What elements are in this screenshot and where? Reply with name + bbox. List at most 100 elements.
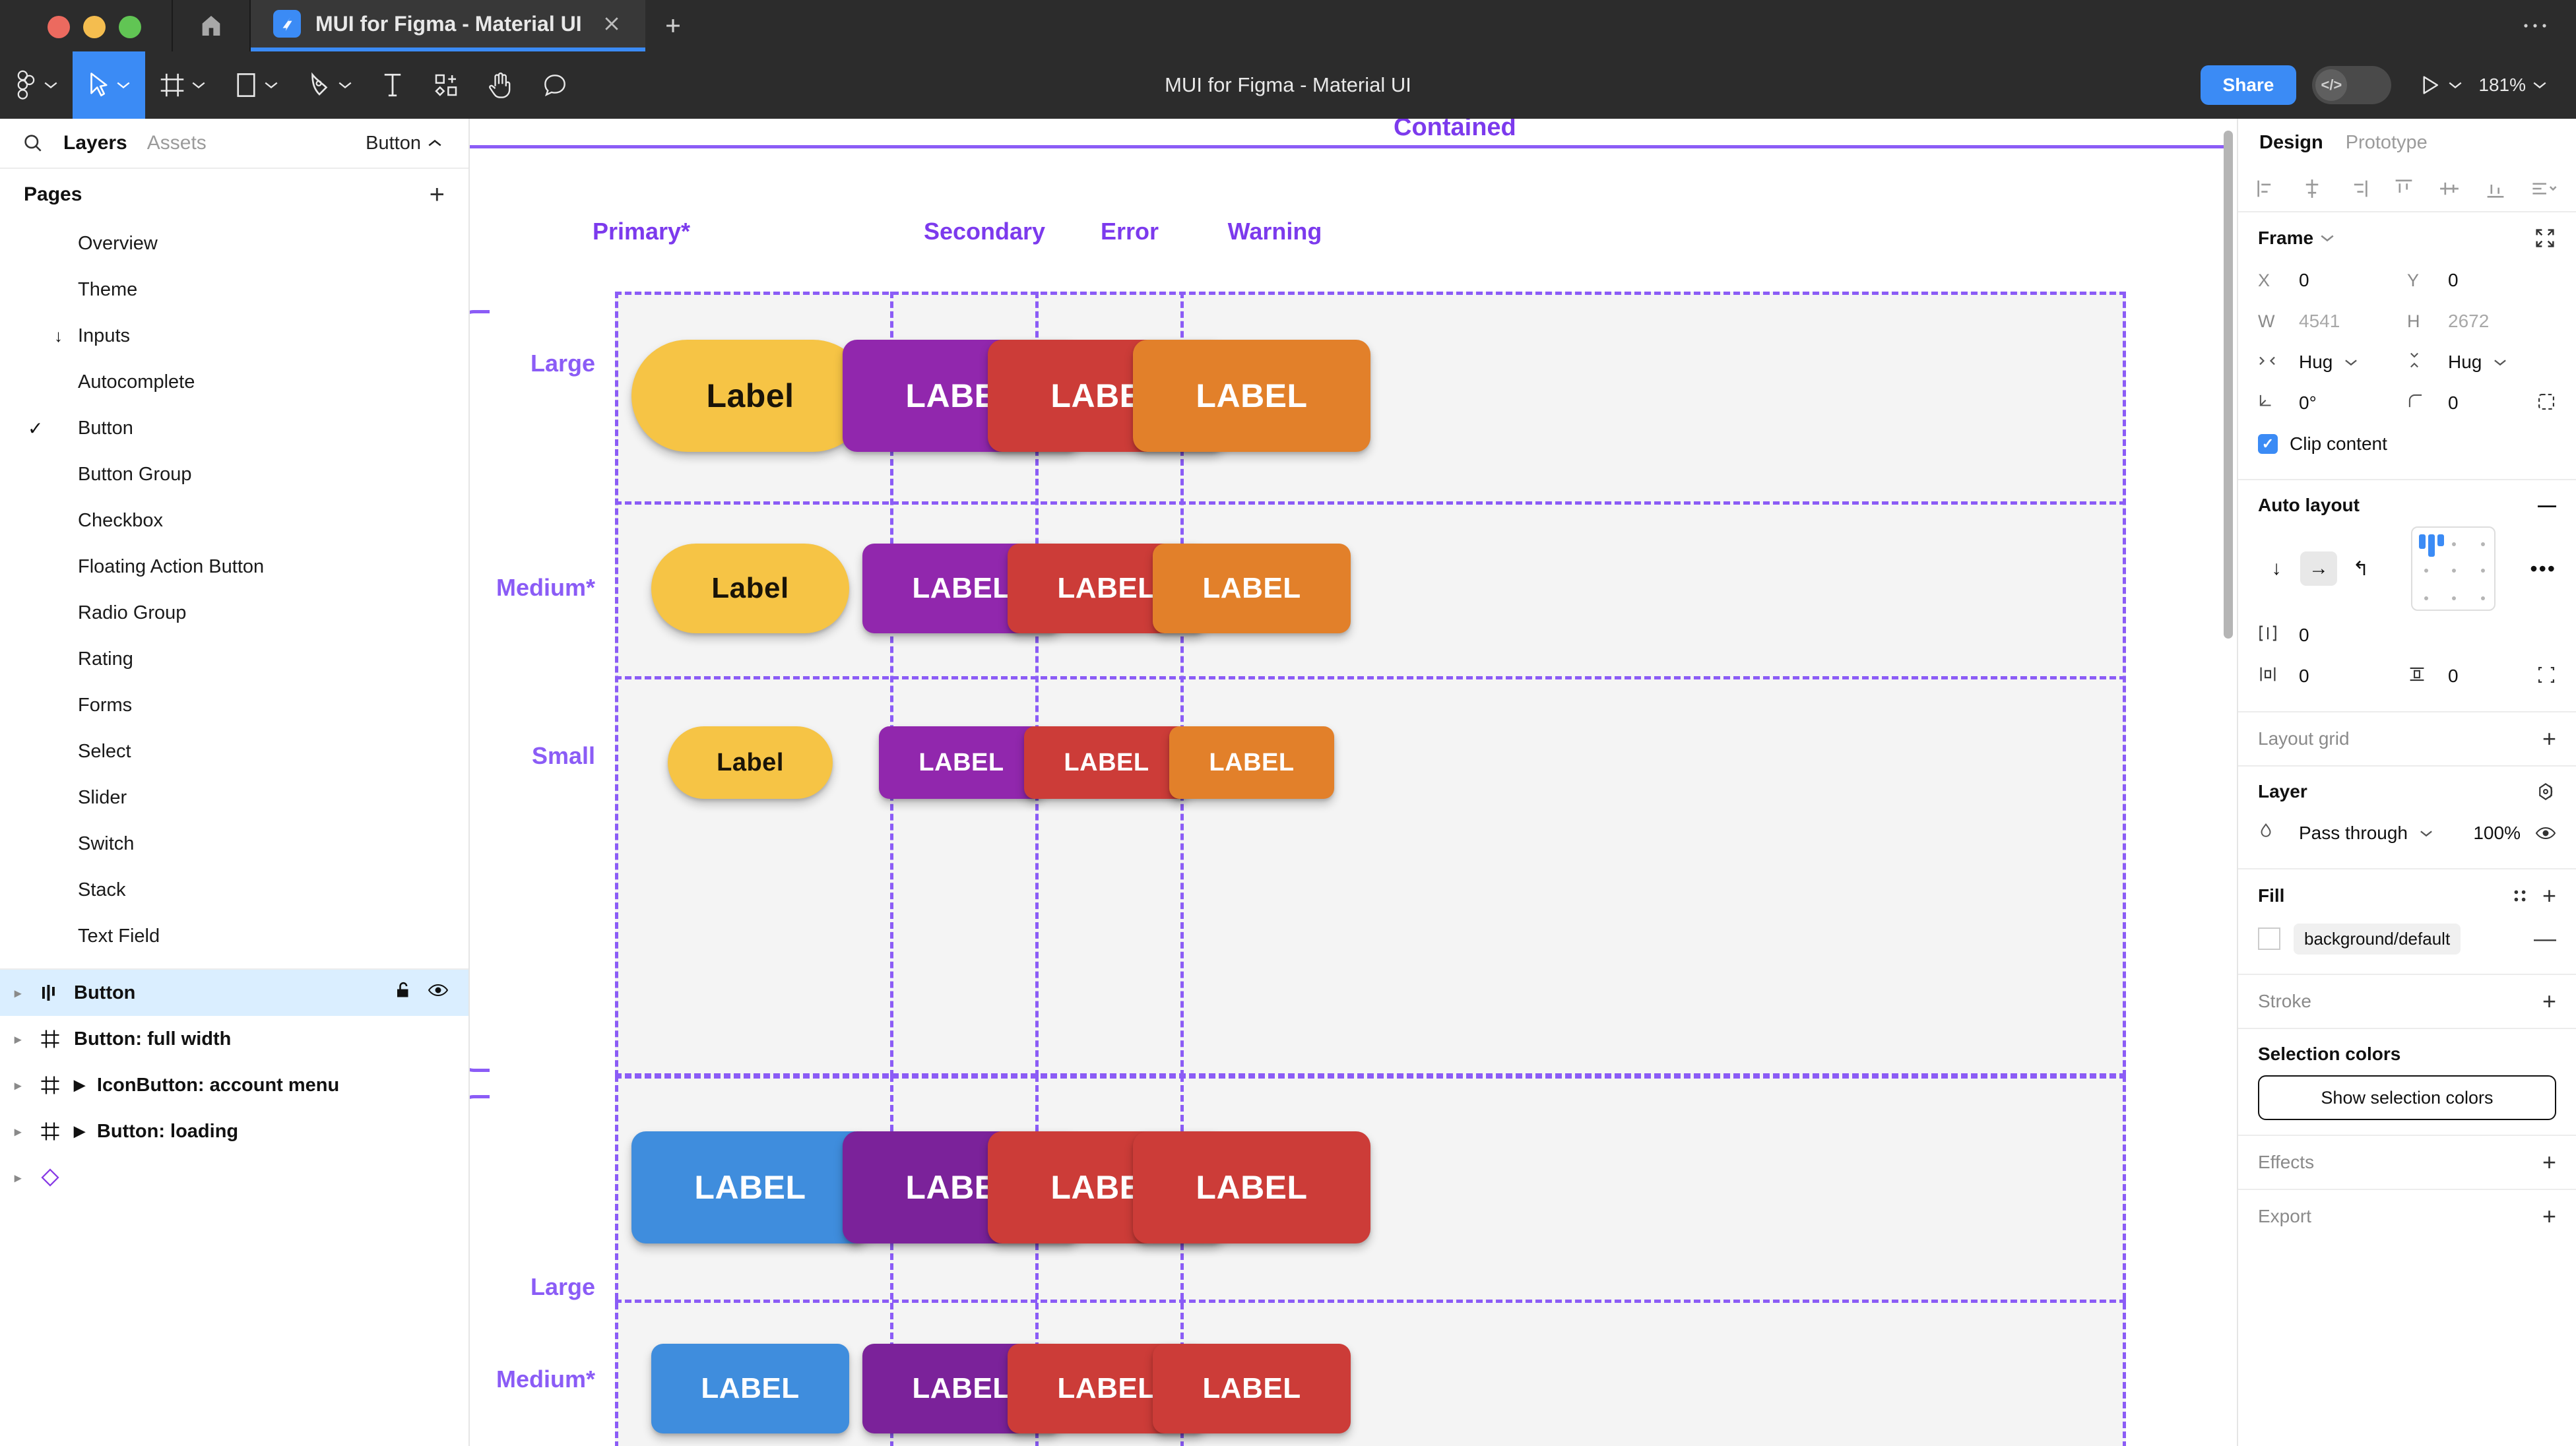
search-icon[interactable] [22, 133, 44, 154]
minimize-window-button[interactable] [83, 16, 106, 38]
page-item-inputs[interactable]: ↓Inputs [0, 313, 468, 359]
remove-fill-button[interactable]: — [2534, 926, 2556, 951]
button-b-r1-c0[interactable]: LABEL [651, 1344, 849, 1433]
align-horizontal-center-icon[interactable] [2301, 177, 2323, 200]
align-left-icon[interactable] [2255, 177, 2278, 200]
page-item-select[interactable]: Select [0, 728, 468, 774]
y-field[interactable]: Y 0 [2407, 270, 2556, 291]
page-item-floating-action-button[interactable]: Floating Action Button [0, 544, 468, 590]
button-b-r0-c3[interactable]: LABEL [1133, 1131, 1370, 1243]
button-b-r1-c3[interactable]: LABEL [1153, 1344, 1351, 1433]
page-item-stack[interactable]: Stack [0, 867, 468, 913]
chevron-down-icon[interactable] [2448, 80, 2463, 90]
page-item-checkbox[interactable]: Checkbox [0, 497, 468, 544]
chevron-down-icon[interactable] [2320, 234, 2334, 243]
move-tool-button[interactable] [73, 51, 145, 119]
new-tab-button[interactable] [645, 0, 701, 51]
add-effect-button[interactable]: + [2542, 1148, 2556, 1176]
tab-prototype[interactable]: Prototype [2345, 131, 2428, 153]
shape-tool-button[interactable] [220, 51, 293, 119]
align-bottom-icon[interactable] [2484, 177, 2507, 200]
page-item-slider[interactable]: Slider [0, 774, 468, 821]
home-button[interactable] [172, 0, 251, 51]
horizontal-padding-field[interactable]: 0 [2258, 666, 2407, 687]
remove-auto-layout-button[interactable]: — [2538, 495, 2556, 515]
button-b-r0-c0[interactable]: LABEL [631, 1131, 869, 1243]
expand-caret[interactable]: ▸ [14, 1032, 22, 1047]
opacity-field[interactable]: 100% [2443, 823, 2556, 844]
add-layout-grid-button[interactable]: + [2542, 725, 2556, 752]
window-menu-button[interactable] [2521, 18, 2576, 51]
page-item-radio-group[interactable]: Radio Group [0, 590, 468, 636]
eye-icon[interactable] [428, 982, 449, 1004]
show-selection-colors-button[interactable]: Show selection colors [2258, 1075, 2556, 1120]
button-a-r2-c2[interactable]: LABEL [1024, 726, 1189, 799]
figma-menu-button[interactable] [0, 51, 73, 119]
page-selector[interactable]: Button [366, 133, 446, 154]
browser-tab[interactable]: MUI for Figma - Material UI [251, 0, 645, 51]
expand-triangle-icon[interactable]: ▶ [74, 1077, 85, 1093]
page-item-autocomplete[interactable]: Autocomplete [0, 359, 468, 405]
tab-assets[interactable]: Assets [146, 132, 207, 154]
tab-layers[interactable]: Layers [63, 132, 127, 154]
clip-content-row[interactable]: ✓ Clip content [2258, 424, 2556, 464]
pen-tool-button[interactable] [293, 51, 367, 119]
expand-caret[interactable]: ▸ [14, 1170, 22, 1185]
expand-caret[interactable]: ▸ [14, 986, 22, 1001]
unlock-icon[interactable] [393, 980, 413, 1005]
rotation-field[interactable]: 0° [2258, 393, 2407, 414]
fill-style-name[interactable]: background/default [2294, 923, 2461, 955]
design-canvas[interactable]: Contained Primary* Secondary Error Warni… [470, 119, 2237, 1446]
frame-tool-button[interactable] [145, 51, 220, 119]
hand-tool-button[interactable] [474, 51, 528, 119]
page-item-rating[interactable]: Rating [0, 636, 468, 682]
layer-styles-icon[interactable] [2535, 781, 2556, 802]
distribute-menu-icon[interactable] [2530, 177, 2559, 200]
button-a-r2-c3[interactable]: LABEL [1169, 726, 1334, 799]
layer-row[interactable]: ▸▶IconButton: account menu [0, 1062, 468, 1108]
x-field[interactable]: X 0 [2258, 270, 2407, 291]
button-a-r0-c3[interactable]: LABEL [1133, 340, 1370, 452]
alignment-pad[interactable] [2411, 526, 2496, 611]
contained-frame-label[interactable]: Contained [1394, 119, 1516, 141]
page-item-overview[interactable]: Overview [0, 220, 468, 267]
tab-design[interactable]: Design [2259, 131, 2323, 153]
color-styles-icon[interactable] [2511, 887, 2529, 905]
page-item-theme[interactable]: Theme [0, 267, 468, 313]
share-button[interactable]: Share [2200, 65, 2297, 105]
button-a-r2-c0[interactable]: Label [668, 726, 833, 799]
blend-mode-select[interactable]: Pass through [2258, 823, 2443, 844]
layer-row[interactable]: ▸ [0, 1154, 468, 1201]
independent-corners-icon[interactable] [2536, 392, 2556, 415]
button-a-r2-c1[interactable]: LABEL [879, 726, 1044, 799]
width-field[interactable]: W 4541 [2258, 311, 2407, 332]
gap-field[interactable]: 0 [2258, 625, 2407, 646]
zoom-menu[interactable]: 181% [2478, 75, 2547, 96]
dev-mode-toggle[interactable]: </> [2312, 66, 2392, 104]
resize-to-fit-icon[interactable] [2534, 227, 2556, 249]
layer-row[interactable]: ▸▶Button: loading [0, 1108, 468, 1154]
add-export-button[interactable]: + [2542, 1203, 2556, 1230]
resources-tool-button[interactable] [418, 51, 474, 119]
page-item-button[interactable]: ✓Button [0, 405, 468, 451]
button-a-r1-c3[interactable]: LABEL [1153, 544, 1351, 633]
auto-layout-more-button[interactable]: ••• [2530, 556, 2556, 581]
vertical-resizing-select[interactable]: Hug [2407, 352, 2556, 373]
page-item-switch[interactable]: Switch [0, 821, 468, 867]
maximize-window-button[interactable] [119, 16, 141, 38]
expand-triangle-icon[interactable]: ▶ [74, 1123, 85, 1139]
page-item-forms[interactable]: Forms [0, 682, 468, 728]
canvas-vertical-scrollbar[interactable] [2224, 131, 2233, 639]
align-vertical-center-icon[interactable] [2438, 177, 2461, 200]
comment-tool-button[interactable] [528, 51, 582, 119]
add-fill-button[interactable]: + [2542, 882, 2556, 909]
align-top-icon[interactable] [2393, 177, 2415, 200]
clip-content-checkbox[interactable]: ✓ [2258, 434, 2278, 454]
auto-layout-vertical-button[interactable]: ↓ [2271, 557, 2282, 579]
page-item-button-group[interactable]: Button Group [0, 451, 468, 497]
fill-color-swatch[interactable] [2258, 927, 2280, 950]
align-right-icon[interactable] [2347, 177, 2369, 200]
page-item-text-field[interactable]: Text Field [0, 913, 468, 959]
auto-layout-horizontal-button[interactable]: → [2300, 551, 2337, 586]
eye-icon[interactable] [2535, 825, 2556, 842]
